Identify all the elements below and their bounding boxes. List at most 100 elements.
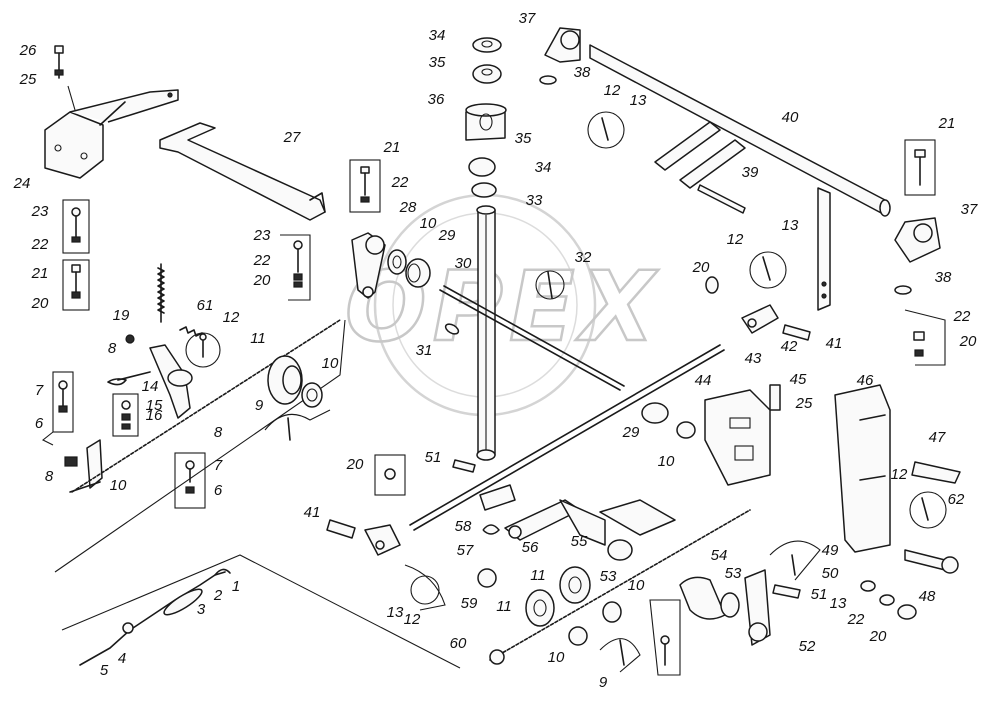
callout-8: 8 bbox=[45, 468, 54, 485]
sprockets-11-lower bbox=[525, 566, 622, 646]
callout-11: 11 bbox=[530, 567, 546, 584]
callout-55: 55 bbox=[571, 533, 588, 550]
callout-59: 59 bbox=[461, 595, 478, 612]
bolt-group-15-16 bbox=[112, 393, 139, 437]
callout-34: 34 bbox=[535, 159, 552, 176]
callout-51: 51 bbox=[425, 449, 442, 466]
callout-9: 9 bbox=[599, 674, 608, 691]
bolt-group-6-7-left bbox=[41, 371, 74, 446]
arm-56 bbox=[504, 499, 606, 546]
callout-35: 35 bbox=[515, 130, 532, 147]
rings-12-13-lower bbox=[404, 564, 446, 611]
callout-5: 5 bbox=[100, 662, 109, 679]
callout-20: 20 bbox=[959, 333, 977, 350]
callout-39: 39 bbox=[742, 164, 759, 181]
callout-29: 29 bbox=[622, 424, 640, 441]
chain-frame bbox=[54, 319, 346, 573]
callout-3: 3 bbox=[197, 601, 206, 618]
callout-49: 49 bbox=[822, 542, 839, 559]
clip-58-57 bbox=[479, 484, 516, 535]
bolt-group-6-7-right bbox=[174, 452, 206, 509]
callout-1: 1 bbox=[232, 578, 240, 595]
ring-12-61 bbox=[185, 332, 221, 368]
callout-9: 9 bbox=[255, 397, 264, 414]
bushing-29-lower bbox=[641, 402, 696, 439]
callout-12: 12 bbox=[727, 231, 744, 248]
callout-13: 13 bbox=[630, 92, 647, 109]
washers-13-22-20 bbox=[860, 580, 917, 620]
callout-20: 20 bbox=[692, 259, 710, 276]
ring-49-50 bbox=[769, 540, 821, 581]
bolt-26 bbox=[54, 45, 64, 79]
shaft-40 bbox=[589, 44, 891, 311]
nuts-34-35 bbox=[468, 37, 502, 198]
leader-25 bbox=[67, 85, 76, 111]
callout-10: 10 bbox=[628, 577, 645, 594]
callout-21: 21 bbox=[938, 115, 956, 132]
pin-31 bbox=[444, 323, 460, 335]
callout-61: 61 bbox=[197, 297, 214, 314]
callout-51: 51 bbox=[811, 586, 828, 603]
callout-41: 41 bbox=[304, 504, 321, 521]
callout-48: 48 bbox=[919, 588, 936, 605]
callout-30: 30 bbox=[455, 255, 472, 272]
chain-lower bbox=[489, 509, 751, 665]
callout-labels: 1234567810876910111261198141516202122232… bbox=[13, 10, 978, 691]
callout-13: 13 bbox=[830, 595, 847, 612]
callout-40: 40 bbox=[782, 109, 799, 126]
collar-36 bbox=[465, 103, 507, 141]
callout-26: 26 bbox=[19, 42, 37, 59]
callout-62: 62 bbox=[948, 491, 965, 508]
callout-37: 37 bbox=[519, 10, 536, 27]
bearing-37-top bbox=[539, 27, 581, 85]
callout-8: 8 bbox=[108, 340, 117, 357]
callout-56: 56 bbox=[522, 539, 539, 556]
callout-11: 11 bbox=[496, 598, 512, 615]
callout-52: 52 bbox=[799, 638, 816, 655]
callout-37: 37 bbox=[961, 201, 978, 218]
callout-28: 28 bbox=[399, 199, 417, 216]
sprocket-11-upper bbox=[267, 355, 323, 408]
pin-39 bbox=[697, 184, 746, 214]
callout-16: 16 bbox=[146, 407, 163, 424]
callout-25: 25 bbox=[19, 71, 37, 88]
callout-21: 21 bbox=[383, 139, 401, 156]
chain-upper bbox=[71, 319, 341, 493]
callout-22: 22 bbox=[391, 174, 409, 191]
callout-57: 57 bbox=[457, 542, 474, 559]
pin-9-upper bbox=[264, 409, 331, 441]
callout-7: 7 bbox=[214, 457, 223, 474]
callout-20: 20 bbox=[253, 272, 271, 289]
bracket-10 bbox=[64, 439, 103, 493]
callout-23: 23 bbox=[31, 203, 49, 220]
callout-32: 32 bbox=[575, 249, 592, 266]
callout-6: 6 bbox=[214, 482, 223, 499]
plate-44 bbox=[704, 384, 781, 486]
callout-38: 38 bbox=[935, 269, 952, 286]
callout-54: 54 bbox=[711, 547, 728, 564]
bolt-group-21-23 bbox=[62, 199, 90, 311]
callout-22: 22 bbox=[253, 252, 271, 269]
callout-27: 27 bbox=[283, 129, 301, 146]
callout-58: 58 bbox=[455, 518, 472, 535]
callout-15: 15 bbox=[146, 397, 163, 414]
rings-12-13-top bbox=[587, 111, 787, 289]
shaft-30 bbox=[439, 285, 625, 391]
callout-10: 10 bbox=[420, 215, 437, 232]
rod-43 bbox=[409, 344, 725, 531]
callout-47: 47 bbox=[929, 429, 946, 446]
clevis-41-lower bbox=[326, 519, 401, 556]
bolt-21-22-box bbox=[349, 159, 381, 213]
lever-52 bbox=[744, 569, 801, 646]
callout-42: 42 bbox=[781, 338, 798, 355]
callout-7: 7 bbox=[35, 382, 44, 399]
spring-19 bbox=[157, 263, 165, 323]
callout-41: 41 bbox=[826, 335, 843, 352]
callout-35: 35 bbox=[429, 54, 446, 71]
callout-13: 13 bbox=[387, 604, 404, 621]
callout-4: 4 bbox=[118, 650, 126, 667]
callout-12: 12 bbox=[891, 466, 908, 483]
lever-28 bbox=[351, 232, 431, 299]
callout-22: 22 bbox=[953, 308, 971, 325]
